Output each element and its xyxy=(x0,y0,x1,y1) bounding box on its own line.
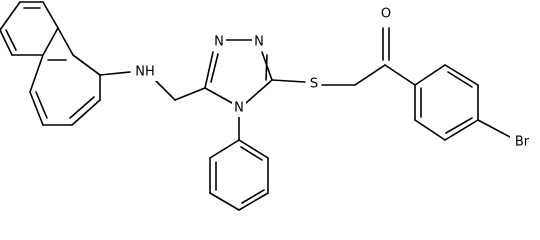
sulfur-label: S xyxy=(310,77,318,92)
triazole-ring xyxy=(204,39,273,104)
triazole-n-bottom-label: N xyxy=(234,101,244,116)
chemical-structure-diagram: NH N N N S O Br xyxy=(0,1,534,211)
triazole-n-right-label: N xyxy=(254,35,264,50)
phenyl-ring xyxy=(209,114,269,211)
nh-label: NH xyxy=(135,65,155,80)
atom-labels: NH N N N S O Br xyxy=(133,5,534,151)
triazole-n-left-label: N xyxy=(214,35,224,50)
bromine-label: Br xyxy=(515,135,530,150)
oxygen-label: O xyxy=(381,7,391,22)
thioacetyl-linker xyxy=(271,27,390,86)
aminomethyl-linker xyxy=(99,71,206,101)
naphthalene-ring xyxy=(0,1,101,126)
bromophenyl-ring xyxy=(384,64,511,141)
